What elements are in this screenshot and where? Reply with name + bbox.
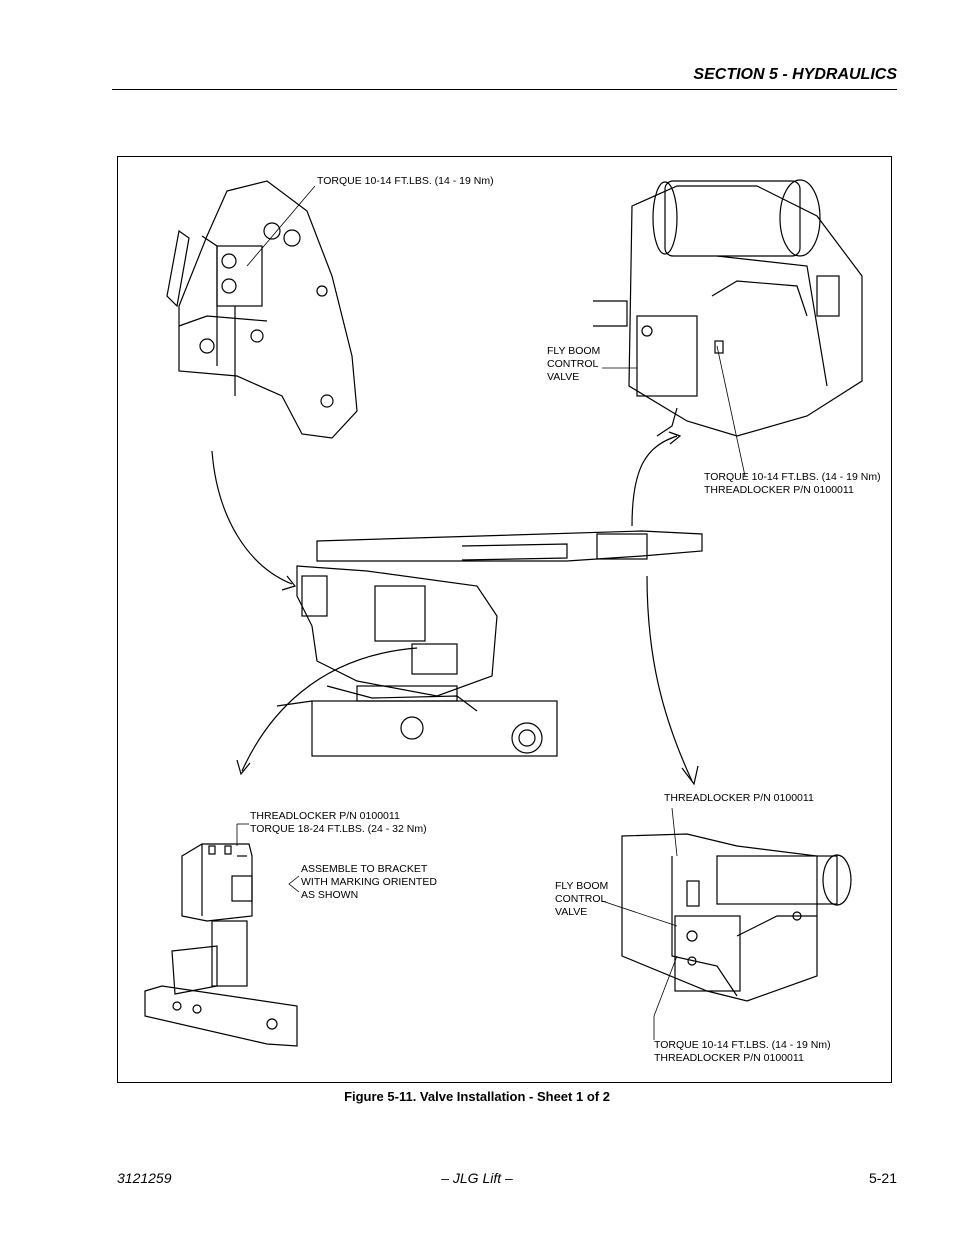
callout-bottom-right-valve: FLY BOOM CONTROL VALVE bbox=[555, 880, 608, 919]
callout-bottom-right-torque: TORQUE 10-14 FT.LBS. (14 - 19 Nm) THREAD… bbox=[654, 1039, 831, 1065]
footer-page-number: 5-21 bbox=[868, 1170, 897, 1186]
callout-bottom-left-assemble: ASSEMBLE TO BRACKET WITH MARKING ORIENTE… bbox=[301, 863, 437, 902]
callout-bottom-left-threadlocker: THREADLOCKER P/N 0100011 TORQUE 18-24 FT… bbox=[250, 810, 427, 836]
footer-publisher: – JLG Lift – bbox=[441, 1170, 513, 1186]
valve-installation-drawing bbox=[144, 179, 863, 1047]
callout-top-right-torque: TORQUE 10-14 FT.LBS. (14 - 19 Nm) THREAD… bbox=[704, 471, 881, 497]
callout-line: THREADLOCKER P/N 0100011 bbox=[250, 810, 400, 822]
callout-line: VALVE bbox=[555, 906, 588, 918]
indicator-arrows bbox=[211, 431, 699, 786]
section-title: SECTION 5 - HYDRAULICS bbox=[693, 66, 897, 83]
bottom-left-valve-detail bbox=[144, 843, 298, 1047]
callout-top-left-torque: TORQUE 10-14 FT.LBS. (14 - 19 Nm) bbox=[317, 175, 494, 187]
callout-line: WITH MARKING ORIENTED bbox=[301, 876, 437, 888]
figure-caption: Figure 5-11. Valve Installation - Sheet … bbox=[344, 1089, 610, 1104]
callout-line: FLY BOOM bbox=[547, 345, 601, 357]
callout-line: FLY BOOM bbox=[555, 880, 609, 892]
top-right-flyboom-detail bbox=[593, 179, 863, 437]
header-rule bbox=[112, 89, 897, 90]
center-machine-assembly bbox=[276, 530, 703, 757]
callout-top-right-valve: FLY BOOM CONTROL VALVE bbox=[547, 345, 600, 384]
footer-doc-number: 3121259 bbox=[117, 1170, 172, 1186]
top-left-bracket-detail bbox=[166, 180, 358, 439]
leader-lines bbox=[236, 185, 746, 1040]
callout-line: TORQUE 10-14 FT.LBS. (14 - 19 Nm) bbox=[654, 1039, 831, 1051]
callout-line: TORQUE 10-14 FT.LBS. (14 - 19 Nm) bbox=[704, 471, 881, 483]
callout-line: AS SHOWN bbox=[301, 889, 359, 901]
callout-line: ASSEMBLE TO BRACKET bbox=[301, 863, 428, 875]
callout-bottom-right-threadlocker: THREADLOCKER P/N 0100011 bbox=[664, 792, 814, 804]
callout-line: THREADLOCKER P/N 0100011 bbox=[654, 1052, 804, 1064]
callout-line: TORQUE 18-24 FT.LBS. (24 - 32 Nm) bbox=[250, 823, 427, 835]
figure-frame bbox=[117, 156, 892, 1083]
callout-line: THREADLOCKER P/N 0100011 bbox=[704, 484, 854, 496]
callout-line: CONTROL bbox=[547, 358, 599, 370]
callout-line: CONTROL bbox=[555, 893, 607, 905]
callout-line: VALVE bbox=[547, 371, 580, 383]
bottom-right-flyboom-detail bbox=[621, 833, 852, 1002]
